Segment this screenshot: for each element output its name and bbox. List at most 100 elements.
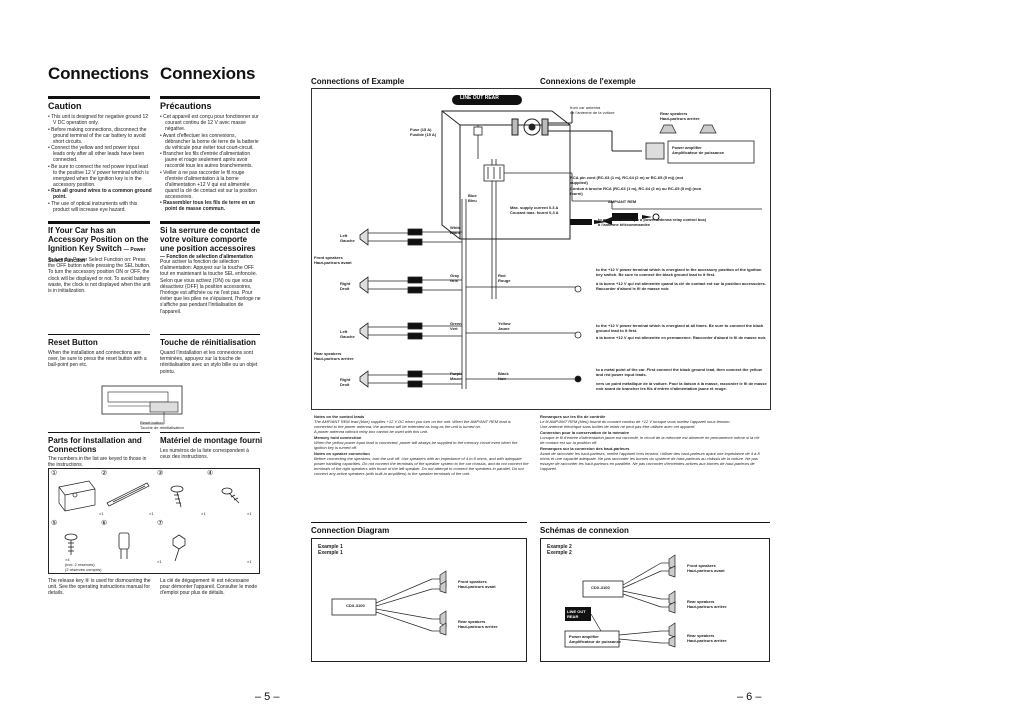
notes-fr-h2: Connexion pour la conservation de la mém… <box>540 430 630 435</box>
reset-heading-fr: Touche de réinitialisation <box>160 338 256 347</box>
notes-fr: Remarques sur les fils de contrôle Le fi… <box>540 414 762 471</box>
notes-en-h2: Memory hold connection <box>314 435 362 440</box>
label-red-fr: Rouge <box>498 278 511 283</box>
page-number-right: – 6 – <box>737 691 762 703</box>
part-qty-note-fr: (2 réserves compris) <box>65 567 102 572</box>
release-key-icon <box>118 532 130 559</box>
example2-rear-fr: Haut-parleurs arrière <box>687 604 727 609</box>
line-out-badge <box>452 95 522 105</box>
label-amp-rem: AMP/ANT REM <box>608 199 637 204</box>
wiring-diagram <box>359 95 762 389</box>
label-black-fr: Noir <box>498 376 506 381</box>
reset-heading: Reset Button <box>48 338 98 347</box>
label-left: Left <box>340 233 348 238</box>
example-title: Connections of Example <box>311 77 405 86</box>
reset-body: When the installation and connections ar… <box>48 350 147 369</box>
label-fuse-fr: Fusible (15 A) <box>410 132 437 137</box>
ant-rem-connector-icon <box>570 219 606 225</box>
parts-heading-fr: Matériel de montage fourni <box>160 436 263 445</box>
label-front-speakers-fr: Haut-parleurs avant <box>314 260 352 265</box>
speaker-row-rear-left <box>359 322 462 340</box>
list-item: This unit is designed for negative groun… <box>48 114 152 126</box>
wiring-diagram-box: from car antenna de l'antenne de la voit… <box>311 88 771 410</box>
note-yellow: to the +12 V power terminal which is ene… <box>596 323 764 333</box>
fuse-icon <box>473 125 483 159</box>
label-yellow: Yellow <box>498 321 511 326</box>
rule <box>160 221 260 224</box>
notes-fr-b1b: Une antenne électrique sans boîtier de r… <box>540 424 696 429</box>
list-item: Connect the yellow and red power input l… <box>48 145 152 163</box>
label-right: Right <box>340 281 351 286</box>
label-power-amp: Power amplifier <box>672 145 702 150</box>
label-right-rear-fr: Droit <box>340 382 350 387</box>
rule <box>48 432 150 433</box>
label-rear-speakers-2: Rear speakers <box>314 351 342 356</box>
precautions-heading: Précautions <box>160 101 212 111</box>
list-item: Brancher les fils d'entrée d'alimentatio… <box>160 151 260 169</box>
example2-unit: CDX-3100 <box>591 585 610 590</box>
rear-speaker-icon <box>659 124 717 134</box>
arrow-icon <box>602 217 612 225</box>
line-out-label: LINE OUT REAR <box>460 95 499 101</box>
bolt-icon <box>221 487 240 504</box>
reset-body-fr: Quand l'installation et les connexions s… <box>160 350 258 375</box>
example2-box: Example 2 Exemple 2 <box>540 538 770 662</box>
part-num-2: ② <box>101 470 108 477</box>
head-unit-box <box>582 580 624 598</box>
label-max-supply: Max. supply current 0.3 A <box>510 205 559 210</box>
label-blue-fr: Bleu <box>468 198 477 203</box>
parts-body-fr: Les numéros de la liste correspondent à … <box>160 448 249 461</box>
notes-fr-h1: Remarques sur les fils de contrôle <box>540 414 606 419</box>
notes-en-b2: When the yellow power input lead is conn… <box>314 440 518 450</box>
label-left-rear: Left <box>340 329 348 334</box>
label-purple: Purple <box>450 371 463 376</box>
wire-harness <box>461 159 762 389</box>
label-rear-speakers-2-fr: Haut-parleurs arrière <box>314 356 354 361</box>
part-num-4: ④ <box>207 470 214 477</box>
ignition-subheading-fr: — Fonction de sélection d'alimentation <box>160 254 253 260</box>
part-num-6: ⑥ <box>101 520 108 527</box>
example2-title-fr: Exemple 2 <box>547 550 572 556</box>
list-item: Be sure to connect the red power input l… <box>48 164 152 188</box>
title-connections: Connections <box>48 64 149 83</box>
label-red: Red <box>498 273 506 278</box>
rule <box>48 334 150 335</box>
speaker-icon <box>439 570 447 636</box>
mounting-sleeve-icon <box>58 480 96 512</box>
note-red: to the +12 V power terminal which is ene… <box>596 267 762 277</box>
label-fuse: Fuse (15 A) <box>410 127 432 132</box>
notes-fr-b3: Avant de raccorder les haut-parleurs, me… <box>540 451 760 471</box>
label-gray: Gray <box>450 273 460 278</box>
rule <box>160 96 260 99</box>
rule <box>540 522 770 523</box>
label-rca-cord-fr: Cordon à broche RCA (RC-63 (1 m), RC-64 … <box>570 186 702 196</box>
line-out-badge <box>565 607 591 621</box>
page-number-left: – 5 – <box>255 691 280 703</box>
notes-en-h1: Notes on the control leads <box>314 414 365 419</box>
example-title-fr: Connexions de l'exemple <box>540 77 636 86</box>
hex-bolt-icon <box>172 534 186 562</box>
example1-box: Example 1 Exemple 1 CDX-3100 Front speak… <box>311 538 527 662</box>
rule <box>160 432 260 433</box>
rule <box>48 96 150 99</box>
note-red-fr: à la borne +12 V qui est alimentée quand… <box>596 281 766 291</box>
label-ant-rem-fr: à l'antenne télécommandée <box>598 222 651 227</box>
example1-front-fr: Haut-parleurs avant <box>458 584 496 589</box>
example1-title: Example 1 <box>318 544 343 550</box>
label-rca-cord: RCA pin cord (RC-63 (1 m), RC-64 (2 m) o… <box>570 175 683 185</box>
list-item: Before making connections, disconnect th… <box>48 127 152 145</box>
example1-unit: CDX-3100 <box>346 603 365 608</box>
caution-list: This unit is designed for negative groun… <box>48 114 152 213</box>
frame-strip-icon <box>106 482 150 507</box>
part-num-5: ⑤ <box>51 520 58 527</box>
screw-icon <box>170 485 184 508</box>
list-item: Rassembler tous les fils de terre en un … <box>160 200 260 212</box>
label-power-amp-fr: Amplificateur de puissance <box>672 150 725 155</box>
parts-footer-fr: La clé de dégagement ⑥ est nécessaire po… <box>160 578 258 597</box>
label-ant-rem: to antenna remote (to a power antenna re… <box>598 217 707 222</box>
label-rear-speakers-fr: Haut-parleurs arrière <box>660 116 700 121</box>
diagram-title: Connection Diagram <box>311 526 390 535</box>
ignition-subheading: — Power Select Function <box>48 247 146 264</box>
reset-label: Reset button <box>140 420 163 425</box>
tapping-screw-icon <box>64 533 78 555</box>
